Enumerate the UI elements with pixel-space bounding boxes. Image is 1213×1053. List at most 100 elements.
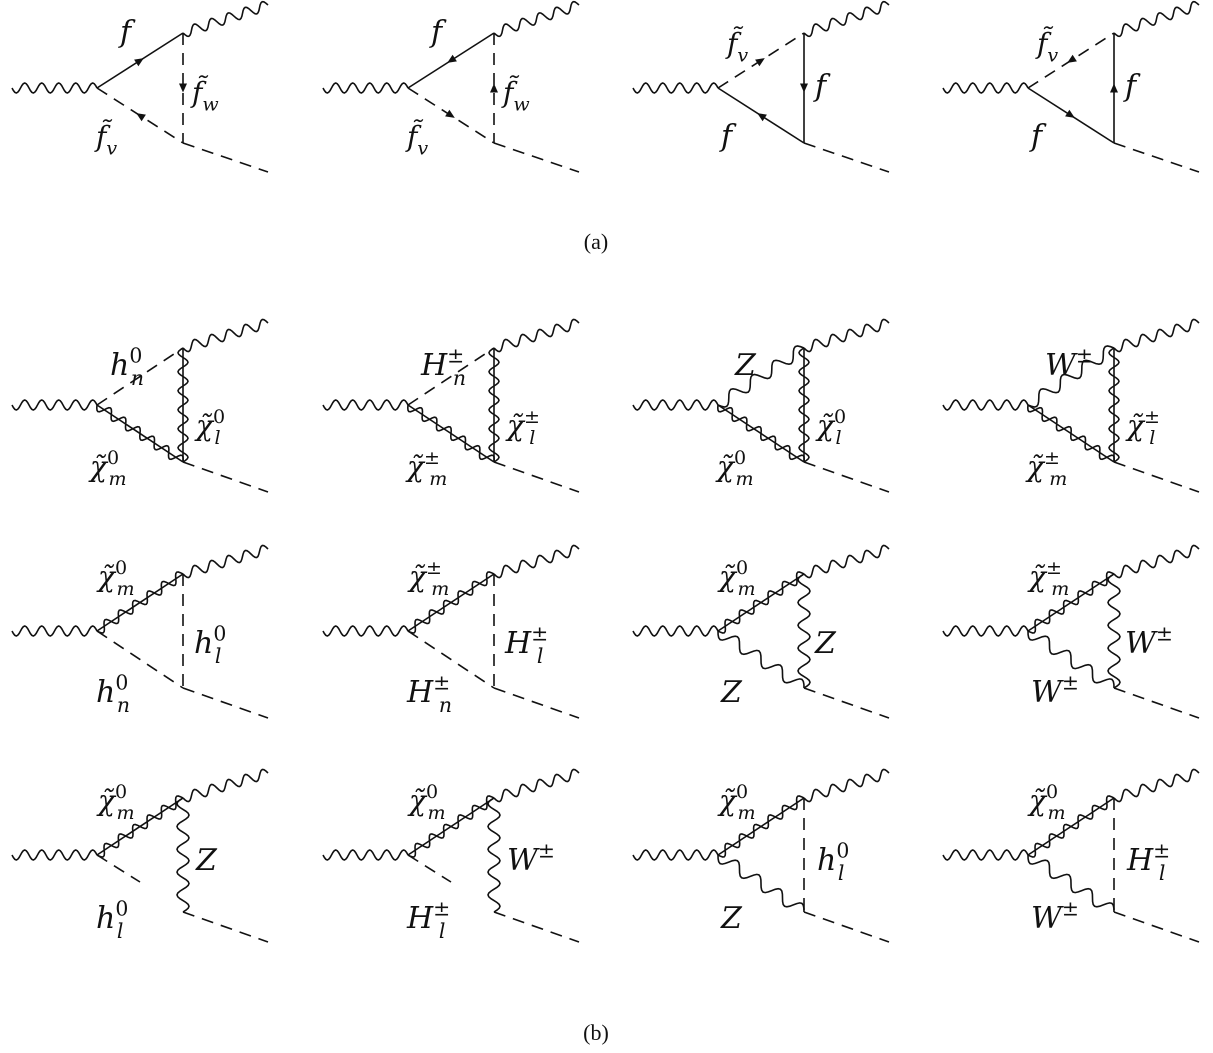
outgoing-boson-line bbox=[493, 544, 580, 579]
lower-propagator bbox=[407, 854, 452, 883]
label-upper: χ̃±m bbox=[1027, 557, 1069, 600]
label-lower: f̃v bbox=[405, 119, 428, 159]
outgoing-scalar-line bbox=[803, 142, 890, 173]
outgoing-scalar-line bbox=[803, 687, 890, 719]
arrow-vertical bbox=[179, 83, 187, 93]
incoming-boson-line bbox=[322, 399, 409, 411]
outgoing-boson-line bbox=[182, 318, 269, 353]
arrow-lower bbox=[136, 113, 146, 122]
diagram-a3: f̃vff bbox=[632, 0, 890, 173]
incoming-boson-line bbox=[322, 82, 409, 94]
upper-propagator bbox=[407, 347, 495, 406]
label-upper: f bbox=[429, 15, 447, 50]
incoming-boson-line bbox=[11, 399, 98, 411]
label-lower: χ̃±m bbox=[1025, 447, 1067, 490]
label-lower: H±n bbox=[406, 670, 452, 717]
outgoing-boson-line bbox=[493, 768, 580, 803]
upper-propagator bbox=[717, 345, 805, 408]
vertical-propagator bbox=[176, 797, 190, 913]
label-vertical: Z bbox=[195, 843, 218, 878]
upper-propagator bbox=[96, 347, 184, 406]
caption-a: (a) bbox=[584, 229, 608, 254]
label-lower: f bbox=[719, 119, 737, 154]
lower-propagator-wave bbox=[1026, 404, 1116, 463]
label-vertical: χ̃±l bbox=[505, 406, 540, 449]
outgoing-boson-line bbox=[803, 544, 890, 579]
label-upper: f bbox=[118, 15, 136, 50]
outgoing-scalar-line bbox=[803, 911, 890, 943]
upper-propagator-wave bbox=[717, 571, 805, 634]
label-lower: H±l bbox=[406, 896, 450, 943]
diagram-a1: ff̃vf̃w bbox=[11, 0, 269, 173]
diagram-b12: H±n χ̃±m χ̃±l bbox=[322, 318, 580, 493]
label-upper: χ̃±m bbox=[407, 557, 449, 600]
label-lower: χ̃±m bbox=[405, 447, 447, 490]
diagram-b14: W±χ̃±mχ̃±l bbox=[942, 318, 1200, 493]
arrow-lower bbox=[445, 109, 455, 118]
incoming-boson-line bbox=[322, 849, 409, 861]
incoming-boson-line bbox=[11, 82, 98, 94]
label-vertical: f̃w bbox=[190, 75, 219, 115]
label-upper: f̃v bbox=[725, 26, 748, 66]
outgoing-boson-line bbox=[1113, 0, 1200, 38]
vertical-propagator bbox=[797, 573, 811, 689]
incoming-boson-line bbox=[11, 625, 98, 637]
label-upper: H±n bbox=[420, 343, 466, 390]
outgoing-boson-line bbox=[493, 0, 580, 38]
label-vertical: f̃w bbox=[501, 75, 530, 115]
lower-propagator-wave bbox=[406, 404, 496, 463]
outgoing-scalar-line bbox=[1113, 687, 1200, 719]
label-upper: f̃v bbox=[1035, 26, 1058, 66]
lower-propagator bbox=[407, 630, 495, 689]
outgoing-scalar-line bbox=[493, 142, 580, 173]
vertical-propagator-wave bbox=[177, 347, 189, 463]
vertical-propagator-wave bbox=[1108, 347, 1120, 463]
outgoing-boson-line bbox=[182, 544, 269, 579]
outgoing-boson-line bbox=[1113, 318, 1200, 353]
arrow-upper bbox=[1067, 54, 1077, 63]
arrow-upper bbox=[134, 58, 144, 67]
lower-propagator bbox=[96, 854, 141, 883]
arrow-vertical bbox=[800, 83, 808, 93]
incoming-boson-line bbox=[632, 625, 719, 637]
vertical-propagator-wave bbox=[798, 347, 810, 463]
outgoing-boson-line bbox=[803, 768, 890, 803]
outgoing-scalar-line bbox=[182, 687, 269, 719]
outgoing-boson-line bbox=[803, 0, 890, 38]
vertical-propagator bbox=[1107, 573, 1121, 689]
label-vertical: χ̃±l bbox=[1125, 406, 1160, 449]
label-upper: Z bbox=[734, 348, 757, 383]
arrow-lower bbox=[757, 113, 767, 122]
arrow-vertical bbox=[1110, 83, 1118, 93]
outgoing-scalar-line bbox=[182, 142, 269, 173]
label-vertical: f bbox=[1123, 69, 1141, 104]
vertical-propagator-wave bbox=[488, 347, 500, 463]
diagram-b22: χ̃±mH±nH±l bbox=[322, 544, 580, 719]
incoming-boson-line bbox=[942, 82, 1029, 94]
label-lower: Z bbox=[720, 901, 743, 936]
incoming-boson-line bbox=[11, 849, 98, 861]
lower-propagator bbox=[1027, 854, 1115, 913]
